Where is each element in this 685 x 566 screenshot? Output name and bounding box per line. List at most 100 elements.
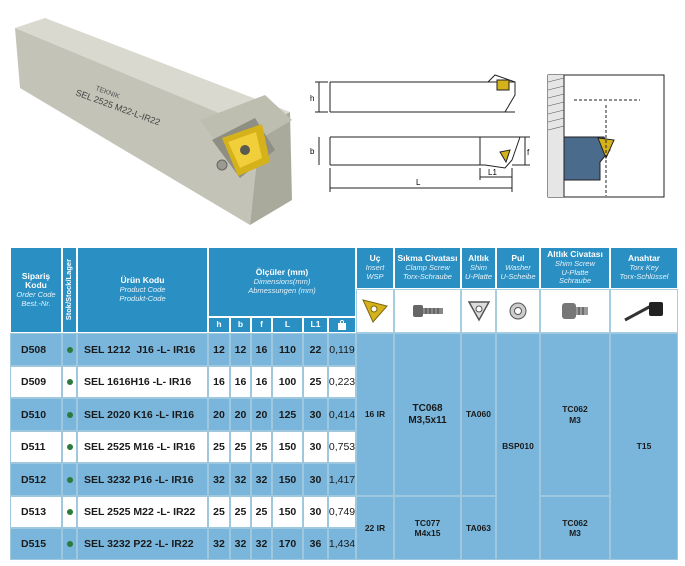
dim-f-label: f (527, 148, 530, 157)
dim-h-cell: 16 (208, 366, 230, 398)
header-dim-b: b (230, 317, 251, 333)
dim-L1-cell: 30 (303, 398, 328, 431)
dim-b-cell: 12 (230, 333, 251, 366)
stock-cell (62, 398, 77, 431)
header-washer-title: Pul (511, 253, 525, 264)
dim-L-cell: 125 (272, 398, 303, 431)
weight-cell: 1,417 (328, 463, 356, 496)
dim-L-cell: 100 (272, 366, 303, 398)
shim-screw-16-cell: TC062 M3 (540, 333, 610, 496)
header-product-de: Produkt-Code (119, 293, 166, 303)
dim-f-cell: 32 (251, 463, 272, 496)
dim-h-label: h (310, 94, 314, 103)
shim-screw-22-cell: TC062 M3 (540, 496, 610, 560)
dim-b-cell: 25 (230, 496, 251, 528)
dim-f-cell: 16 (251, 366, 272, 398)
header-clamp-screw: Sıkma Civatası Clamp Screw Torx-Schraube (394, 247, 461, 289)
insert-16-cell: 16 IR (356, 333, 394, 496)
header-clamp-en: Clamp Screw (405, 263, 450, 273)
order-code-cell: D509 (10, 366, 62, 398)
drawings-svg: TEKNIK SEL 2525 M22-L-IR22 h (15, 18, 665, 225)
dim-b-cell: 32 (230, 463, 251, 496)
weight-cell: 0,119 (328, 333, 356, 366)
top-view (318, 136, 530, 192)
header-stock-label: Stok/Stock/Lager (64, 259, 74, 321)
header-key-de: Torx-Schlüssel (619, 271, 669, 281)
weight-icon (338, 320, 346, 330)
insert-icon (362, 299, 388, 323)
dim-L-label: L (416, 178, 421, 187)
header-shim-screw-en: Shim Screw (554, 258, 595, 268)
shim-16-cell: TA060 (461, 333, 496, 496)
dim-L-cell: 150 (272, 431, 303, 463)
stock-cell (62, 528, 77, 560)
clamp-screw-22-cell: TC077 M4x15 (394, 496, 461, 560)
dim-L1-cell: 30 (303, 496, 328, 528)
weight-cell: 1,434 (328, 528, 356, 560)
shim-screw-image (540, 289, 610, 333)
technical-drawings: TEKNIK SEL 2525 M22-L-IR22 h (0, 0, 685, 240)
header-shim: Altlık Shim U-Platte (461, 247, 496, 289)
weight-cell: 0,749 (328, 496, 356, 528)
in-stock-dot-icon (66, 444, 73, 450)
order-code-cell: D508 (10, 333, 62, 366)
dim-h-cell: 20 (208, 398, 230, 431)
dim-L1-cell: 25 (303, 366, 328, 398)
stock-cell (62, 333, 77, 366)
dim-f-cell: 25 (251, 431, 272, 463)
header-key-title: Anahtar (627, 253, 661, 264)
dim-L1-cell: 30 (303, 463, 328, 496)
header-stock: Stok/Stock/Lager (62, 247, 77, 333)
product-code-cell: SEL 2020 K16 -L- IR16 (77, 398, 208, 431)
header-dimensions-de: Abmessungen (mm) (248, 285, 316, 295)
product-table: Sipariş Kodu Order Code Best.-Nr. Stok/S… (10, 247, 678, 560)
side-view (315, 74, 516, 113)
header-dimensions: Ölçüler (mm) Dimensions(mm) Abmessungen … (208, 247, 356, 317)
key-image (610, 289, 678, 333)
insert-image (356, 289, 394, 333)
header-dim-f: f (251, 317, 272, 333)
dim-f-cell: 16 (251, 333, 272, 366)
dim-L1-cell: 22 (303, 333, 328, 366)
clamp-screw-16-cell: TC068 M3,5x11 (394, 333, 461, 496)
header-shim-screw-de1: U-Platte (561, 267, 589, 277)
header-insert: Uç Insert WSP (356, 247, 394, 289)
dim-h-cell: 25 (208, 496, 230, 528)
shim-icon (467, 301, 490, 322)
in-stock-dot-icon (66, 509, 73, 515)
header-insert-title: Uç (369, 253, 381, 264)
stock-cell (62, 431, 77, 463)
clamp-screw-image (394, 289, 461, 333)
torx-key-cell: T15 (610, 333, 678, 560)
header-insert-de: WSP (366, 271, 384, 281)
product-code-cell: SEL 3232 P22 -L- IR22 (77, 528, 208, 560)
header-shim-screw-title: Altlık Civatası (547, 249, 603, 260)
clamp-screw-icon (412, 305, 443, 317)
header-dim-L: L (272, 317, 303, 333)
weight-cell: 0,414 (328, 398, 356, 431)
weight-cell: 0,223 (328, 366, 356, 398)
in-stock-dot-icon (66, 346, 73, 353)
header-dimensions-title: Ölçüler (mm) (255, 267, 309, 278)
order-code-cell: D511 (10, 431, 62, 463)
order-code-cell: D513 (10, 496, 62, 528)
header-clamp-title: Sıkma Civatası (397, 253, 458, 264)
weight-cell: 0,753 (328, 431, 356, 463)
dim-L-cell: 150 (272, 496, 303, 528)
header-product-title: Ürün Kodu (120, 275, 165, 286)
dim-f-cell: 20 (251, 398, 272, 431)
dim-h-cell: 12 (208, 333, 230, 366)
header-weight (328, 317, 356, 333)
shim-22-cell: TA063 (461, 496, 496, 560)
header-order-code-en: Order Code (16, 290, 56, 300)
dim-L1-cell: 36 (303, 528, 328, 560)
dim-b-cell: 25 (230, 431, 251, 463)
header-washer-en: Washer (505, 263, 531, 273)
dim-b-label: b (310, 147, 315, 156)
header-order-code-de: Best.-Nr. (21, 298, 51, 308)
insert-22-cell: 22 IR (356, 496, 394, 560)
dim-L1-label: L1 (488, 168, 497, 177)
header-dim-h: h (208, 317, 230, 333)
dim-b-cell: 16 (230, 366, 251, 398)
header-shim-de: U-Platte (464, 271, 493, 281)
